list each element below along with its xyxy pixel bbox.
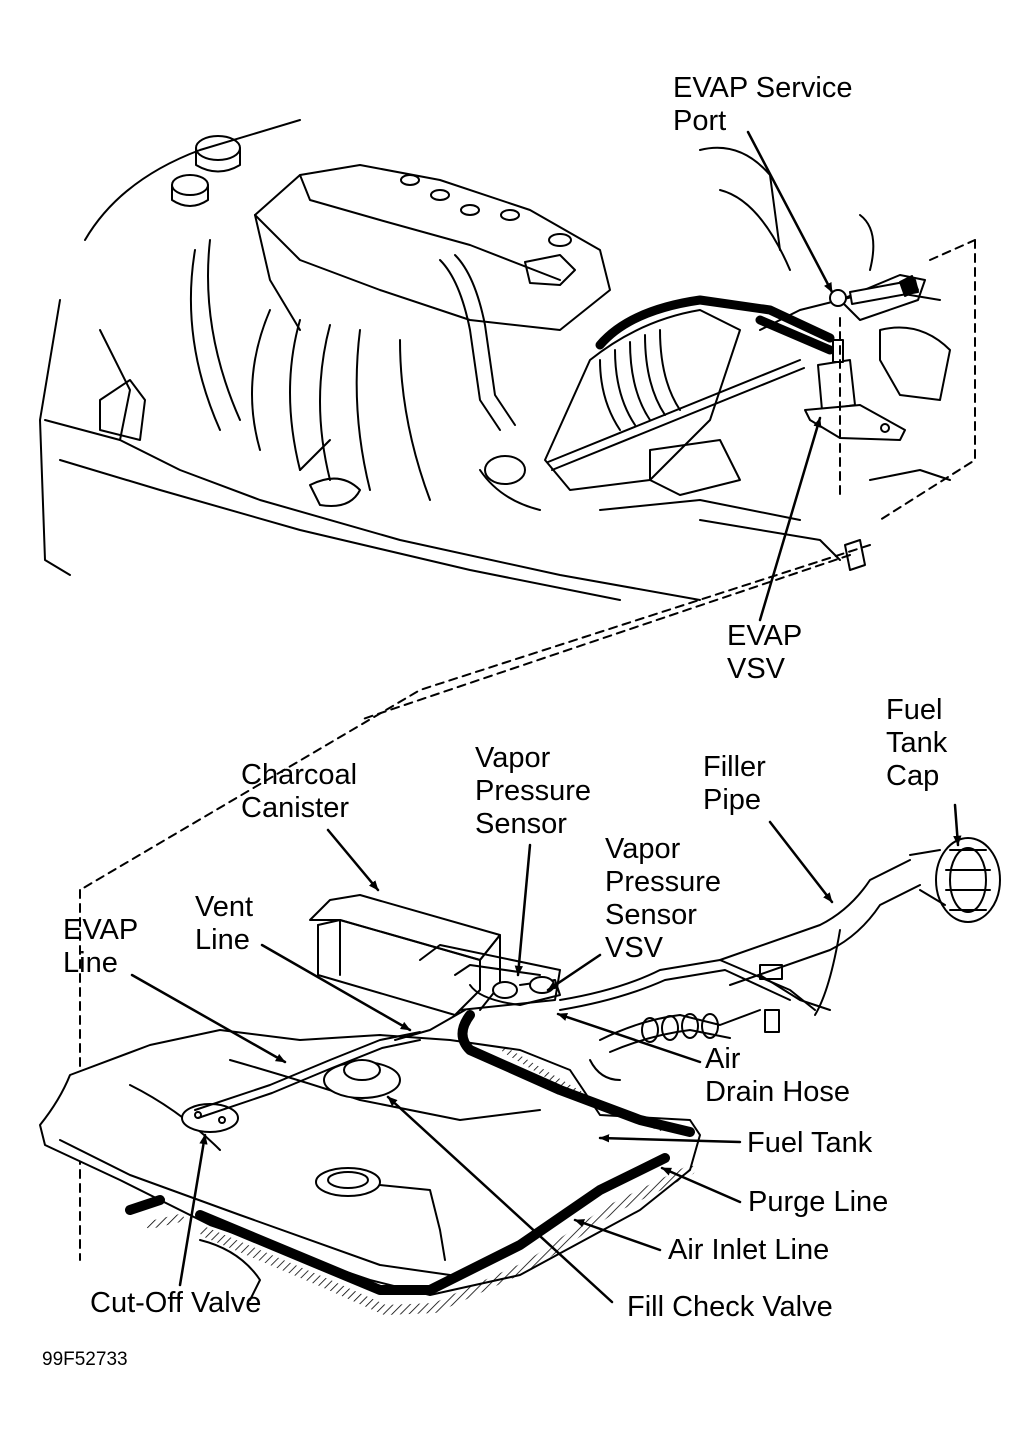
fuel-system	[39, 837, 1001, 1315]
label-filler-pipe: Filler Pipe	[703, 751, 766, 816]
label-vent-line: Vent Line	[195, 891, 254, 956]
engine-bay	[39, 119, 976, 891]
leader-arrows	[130, 130, 962, 1304]
label-fuel-tank-cap: Fuel Tank Cap	[886, 694, 948, 792]
label-fill-check-valve: Fill Check Valve	[627, 1291, 833, 1323]
label-vapor-pressure-sensor-vsv: Vapor Pressure Sensor VSV	[605, 833, 722, 964]
label-purge-line: Purge Line	[748, 1186, 889, 1218]
label-evap-vsv: EVAP VSV	[727, 620, 803, 685]
label-air-inlet-line: Air Inlet Line	[668, 1234, 830, 1266]
figure-code: 99F52733	[42, 1349, 128, 1370]
label-air-drain-hose: Air Drain Hose	[705, 1043, 851, 1108]
label-fuel-tank: Fuel Tank	[747, 1127, 873, 1159]
label-charcoal-canister: Charcoal Canister	[241, 759, 358, 824]
label-evap-line: EVAP Line	[63, 914, 139, 979]
label-evap-service-port: EVAP Service Port	[673, 72, 853, 137]
label-cut-off-valve: Cut-Off Valve	[90, 1287, 262, 1319]
label-vapor-pressure-sensor: Vapor Pressure Sensor	[475, 742, 592, 840]
